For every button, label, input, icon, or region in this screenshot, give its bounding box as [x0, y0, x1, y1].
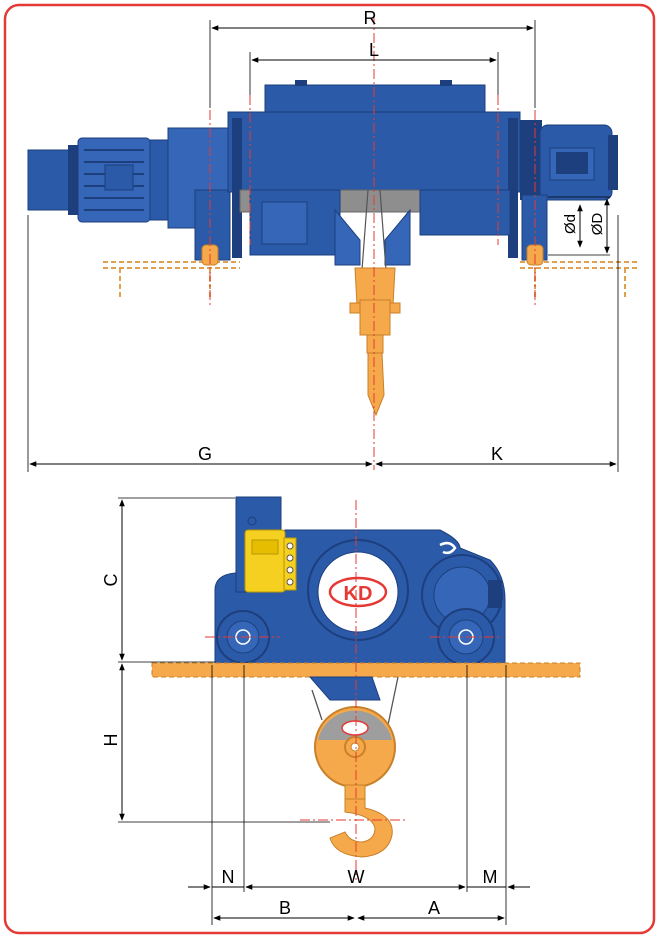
centerlines-bottom: [205, 500, 500, 880]
dimension-label-H: H: [101, 734, 121, 747]
hook-icon: [308, 676, 399, 858]
dimension-label-R: R: [364, 8, 377, 28]
dimension-label-G: G: [198, 444, 212, 464]
dimension-label-C: C: [101, 574, 121, 587]
dimension-label-d: Ød: [562, 214, 579, 234]
dimension-label-M: M: [483, 867, 498, 887]
centerlines-top: [209, 15, 536, 470]
dimension-N-W-M: N W M: [188, 665, 530, 925]
dimension-L: L: [249, 40, 499, 95]
hoist-motor: [27, 127, 229, 229]
dimension-G-K: G K: [27, 215, 619, 472]
dimension-label-W: W: [348, 867, 365, 887]
control-box-icon: [244, 529, 297, 593]
dimension-label-L: L: [369, 40, 379, 60]
kd-logo-icon: KD: [307, 539, 409, 641]
dimension-label-B: B: [279, 898, 291, 918]
hook-block-side: [349, 189, 401, 417]
motor-icon: [421, 554, 503, 636]
side-elevation-view: R L Ød ØD G K: [27, 8, 640, 472]
dimension-C-H: C H: [101, 497, 330, 823]
dimension-label-N: N: [222, 867, 235, 887]
dimension-label-D: ØD: [589, 213, 606, 236]
drawing-frame: [3, 3, 656, 935]
dimension-d-D: Ød ØD: [548, 196, 610, 256]
travel-motor: [520, 120, 618, 201]
end-elevation-view: KD: [101, 496, 581, 925]
dimension-label-A: A: [428, 898, 440, 918]
runway-beam: [151, 662, 581, 678]
trolley-wheel-left: [194, 189, 231, 266]
dimension-label-K: K: [491, 444, 503, 464]
dimension-R: R: [209, 8, 536, 108]
dimension-B-A: B A: [213, 898, 505, 921]
kd-logo-text: KD: [344, 583, 373, 605]
